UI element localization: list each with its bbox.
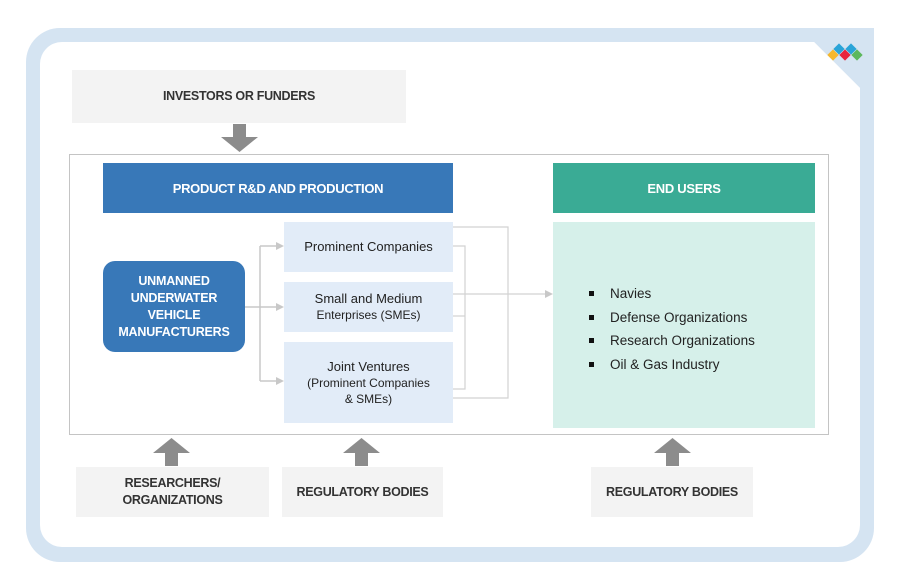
category-prominent-companies: Prominent Companies	[284, 222, 453, 272]
brand-logo-icon	[827, 43, 863, 61]
end-users-list: Navies Defense Organizations Research Or…	[589, 282, 755, 376]
category-joint-ventures: Joint Ventures (Prominent Companies & SM…	[284, 342, 453, 423]
value-chain-frame	[69, 154, 829, 435]
researchers-label-line-2: ORGANIZATIONS	[122, 493, 223, 507]
category-label-line-3: & SMEs)	[344, 391, 393, 406]
manufacturers-line-2: UNDERWATER	[130, 290, 218, 305]
end-user-label: Oil & Gas Industry	[610, 356, 720, 372]
end-users-header: END USERS	[553, 163, 815, 213]
category-smes: Small and Medium Enterprises (SMEs)	[284, 282, 453, 332]
regulatory-bodies-box-1: REGULATORY BODIES	[282, 467, 443, 517]
regulatory-bodies-box-2: REGULATORY BODIES	[591, 467, 753, 517]
investors-box: INVESTORS OR FUNDERS	[72, 70, 406, 123]
bullet-icon	[589, 338, 594, 344]
production-header: PRODUCT R&D AND PRODUCTION	[103, 163, 453, 213]
list-item: Defense Organizations	[589, 306, 755, 330]
bullet-icon	[589, 291, 594, 297]
manufacturers-node: UNMANNED UNDERWATER VEHICLE MANUFACTURER…	[103, 261, 245, 352]
regulatory-bodies-label: REGULATORY BODIES	[296, 484, 429, 499]
end-users-header-label: END USERS	[647, 180, 721, 196]
production-header-label: PRODUCT R&D AND PRODUCTION	[172, 180, 384, 196]
category-label-line-1: Small and Medium	[314, 291, 423, 306]
manufacturers-line-4: MANUFACTURERS	[118, 324, 230, 339]
researchers-label-line-1: RESEARCHERS/	[124, 476, 221, 490]
investors-label: INVESTORS OR FUNDERS	[162, 89, 316, 103]
category-label-line-1: Joint Ventures	[327, 358, 410, 374]
list-item: Research Organizations	[589, 329, 755, 353]
category-label-line-2: (Prominent Companies	[307, 375, 430, 390]
list-item: Oil & Gas Industry	[589, 353, 755, 377]
end-user-label: Research Organizations	[610, 333, 755, 348]
end-user-label: Navies	[610, 286, 652, 301]
manufacturers-line-3: VEHICLE	[147, 307, 201, 322]
corner-fold	[800, 28, 874, 102]
category-label: Prominent Companies	[304, 239, 433, 254]
category-label-line-2: Enterprises (SMEs)	[316, 308, 421, 322]
list-item: Navies	[589, 282, 755, 306]
bullet-icon	[589, 314, 594, 320]
regulatory-bodies-label: REGULATORY BODIES	[606, 484, 738, 499]
end-user-label: Defense Organizations	[610, 309, 748, 325]
bullet-icon	[589, 361, 594, 367]
end-users-list-panel: Navies Defense Organizations Research Or…	[553, 222, 815, 428]
researchers-box: RESEARCHERS/ ORGANIZATIONS	[76, 467, 269, 517]
manufacturers-line-1: UNMANNED	[138, 273, 210, 288]
